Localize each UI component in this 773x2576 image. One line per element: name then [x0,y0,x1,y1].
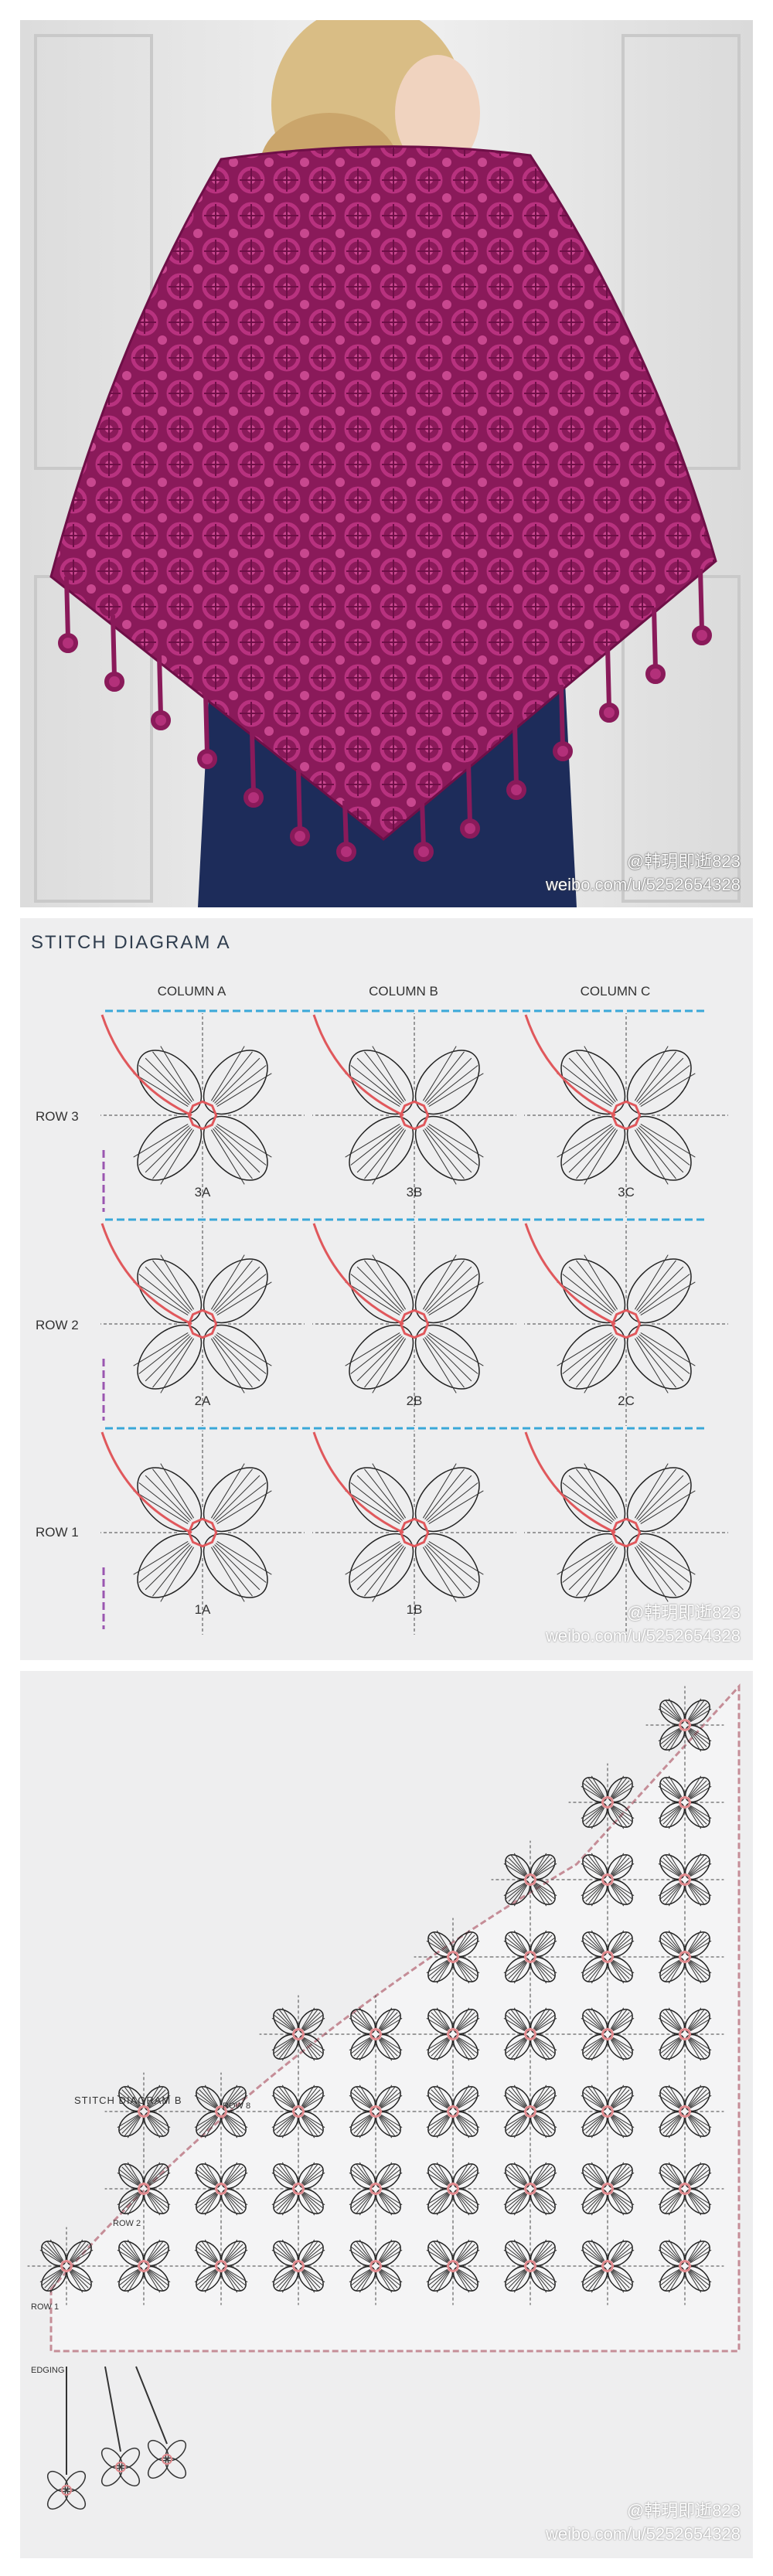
motif-diagram-a [312,1013,516,1217]
motif-diagram-b [414,2149,492,2228]
start-chain [524,1014,616,1117]
motif-diagram-b [568,1995,647,2074]
diagram-a-watermark-handle: @韩玥即逝823 [626,1603,741,1622]
motif-diagram-b [104,2227,183,2305]
motif-label-1a: 1A [195,1602,211,1617]
motif-diagram-b [645,1918,724,1996]
fringe-petal [165,2439,187,2462]
motif-diagram-b [182,2149,261,2228]
motif-diagram-b [336,2227,415,2305]
diagram-b-chart: STITCH DIAGRAM B ROW 8 ROW 2 ROW 1 EDGIN… [27,1683,741,2510]
diagram-b-watermark-handle: @韩玥即逝823 [626,2501,741,2520]
start-chain [524,1431,616,1534]
motif-diagram-b [491,2227,570,2305]
motif-diagram-b [414,1995,492,2074]
start-chain [100,1223,192,1325]
motif-diagram-b [414,2227,492,2305]
start-chain [100,1014,192,1117]
motif-diagram-a [524,1222,728,1426]
start-chain [312,1223,404,1325]
motif-diagram-b [645,2072,724,2151]
diagram-a-watermark-url: weibo.com/u/5252654328 [546,1626,741,1645]
motif-diagram-b [182,2227,261,2305]
row-2-label: ROW 2 [36,1318,79,1332]
fringe-petal [118,2447,141,2469]
motif-diagram-b [491,1995,570,2074]
motif-label-2b: 2B [407,1393,423,1408]
motif-diagram-b [259,2227,338,2305]
row-2-label-b: ROW 2 [113,2219,141,2228]
motif-diagram-a [100,1431,305,1635]
motif-diagram-b [645,2227,724,2305]
fringe-center [61,2485,72,2496]
watermark-url: weibo.com/u/5252654328 [546,875,741,894]
motif-label-1b: 1B [407,1602,423,1617]
motif-diagram-a [312,1431,516,1635]
column-a-label: COLUMN A [158,984,226,999]
motif-diagram-b [491,2072,570,2151]
fringe-petal [64,2470,87,2493]
shawl-photo-illustration [20,20,753,907]
motif-diagram-b [491,2149,570,2228]
motif-diagram-b [414,2072,492,2151]
start-chain [524,1223,616,1325]
stitch-diagram-b: STITCH DIAGRAM B ROW 8 ROW 2 ROW 1 EDGIN… [20,1671,753,2558]
diagram-b-watermark-url: weibo.com/u/5252654328 [546,2524,741,2544]
motif-diagram-a [524,1013,728,1217]
motif-label-3c: 3C [618,1185,635,1200]
stitch-diagram-a: STITCH DIAGRAM A COLUMN A COLUMN B COLUM… [20,918,753,1660]
diagram-a-title: STITCH DIAGRAM A [31,932,231,953]
start-chain [100,1431,192,1534]
motif-diagram-b [259,1995,338,2074]
motif-diagram-b [568,2227,647,2305]
fringe-center [162,2454,172,2465]
motif-diagram-a [312,1222,516,1426]
motif-diagram-b [259,2072,338,2151]
motif-diagram-b [336,2072,415,2151]
diagram-a-grid: COLUMN A COLUMN B COLUMN C ROW 3 ROW 2 R… [36,984,728,1635]
motif-diagram-b [568,1763,647,1842]
motif-diagram-a [100,1013,305,1217]
motif-diagram-b [568,2149,647,2228]
motif-diagram-b [27,2227,106,2305]
motif-diagram-b [491,1918,570,1996]
edging-label: EDGING [31,2366,64,2375]
motif-diagram-b [645,1763,724,1842]
motif-diagram-a [100,1222,305,1426]
row-3-label: ROW 3 [36,1109,79,1124]
motif-diagram-b [104,2149,183,2228]
start-chain [312,1014,404,1117]
motif-diagram-b [645,1995,724,2074]
watermark-handle: @韩玥即逝823 [626,852,741,871]
motif-label-2a: 2A [195,1393,211,1408]
motif-diagram-a [524,1431,728,1635]
motif-diagram-b [104,2072,183,2151]
motif-diagram-b [568,1918,647,1996]
row-8-label: ROW 8 [223,2101,250,2111]
motif-diagram-b [182,2072,261,2151]
motif-label-2c: 2C [618,1393,635,1408]
column-b-label: COLUMN B [369,984,438,999]
motif-diagram-b [568,2072,647,2151]
motif-diagram-b [491,1840,570,1919]
motif-label-3a: 3A [195,1185,211,1200]
fringe-center [115,2462,126,2472]
shawl-photo: @韩玥即逝823 weibo.com/u/5252654328 [20,20,753,907]
motif-diagram-b [645,2149,724,2228]
row-1-label-b: ROW 1 [31,2302,59,2312]
motif-diagram-b [336,2149,415,2228]
start-chain [312,1431,404,1534]
motif-diagram-b [645,1686,724,1764]
motif-diagram-b [336,1995,415,2074]
motif-diagram-b [645,1840,724,1919]
motif-diagram-b [259,2149,338,2228]
motif-diagram-b [568,1840,647,1919]
motif-label-3b: 3B [407,1185,423,1200]
row-1-label: ROW 1 [36,1525,79,1540]
column-c-label: COLUMN C [581,984,651,999]
motif-diagram-b [414,1918,492,1996]
diagram-b-title: STITCH DIAGRAM B [74,2094,182,2106]
